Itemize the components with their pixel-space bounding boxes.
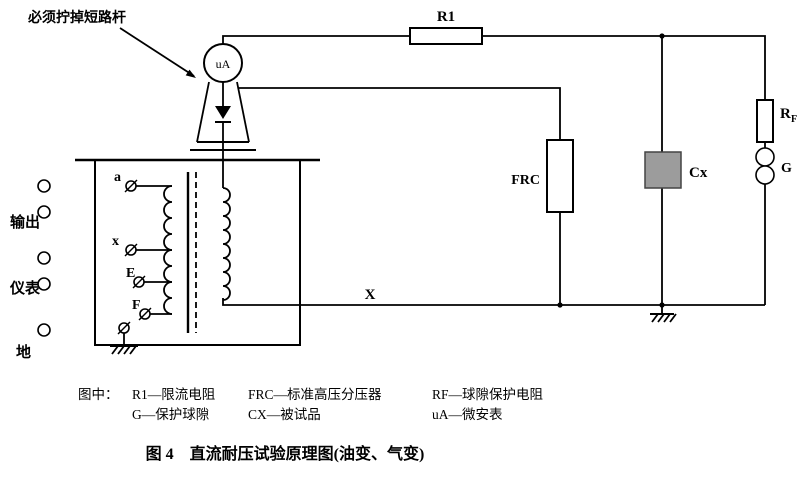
terminal-slash [117, 321, 131, 335]
earth-symbol [650, 305, 677, 323]
legend-ua: uA—微安表 [432, 407, 503, 422]
terminal-slash [138, 307, 152, 321]
panel-terminals: 输出 仪表 地 [9, 179, 51, 361]
rf-body [756, 99, 774, 143]
r1-label: R1 [437, 9, 455, 25]
tap-terminal-x [124, 243, 138, 257]
tap-e-label: E [126, 266, 135, 281]
legend-rf: RF—球隙保护电阻 [432, 387, 543, 402]
legend-prefix: 图中： [78, 387, 119, 402]
panel-terminal [37, 251, 51, 265]
protection-resistor-rf: R F [756, 99, 797, 143]
diode-icon [215, 106, 231, 119]
warning-text: 必须拧掉短路杆 [27, 9, 126, 26]
annotation-arrow [119, 27, 195, 77]
frc-body [546, 139, 574, 213]
tap-a-label: a [114, 170, 121, 185]
current-limit-resistor-r1: R1 [409, 9, 483, 45]
g-label: G [781, 161, 792, 176]
rf-label-sub: F [791, 114, 797, 125]
tap-terminal-f [138, 307, 152, 321]
arrow-head-icon [185, 69, 196, 78]
ground-hatch-icon [111, 345, 137, 355]
x-return-wire [222, 298, 765, 306]
gap-sphere-upper [755, 147, 775, 167]
top-bus-wire [222, 35, 766, 100]
panel-terminal [37, 323, 51, 337]
meter-label: 仪表 [9, 279, 41, 297]
panel-terminal [37, 179, 51, 193]
voltage-divider-frc: FRC [511, 139, 574, 213]
gap-sphere-lower [755, 165, 775, 185]
junction-dot [659, 33, 665, 39]
tap-x-label: x [112, 234, 119, 249]
terminal-slash [124, 179, 138, 193]
warning-annotation: 必须拧掉短路杆 [27, 9, 196, 78]
legend-r1: R1—限流电阻 [132, 387, 215, 402]
tank-body [94, 160, 301, 346]
tap-f-label: F [132, 298, 141, 313]
frc-label: FRC [511, 173, 540, 188]
transformer-tank: a x E F [75, 158, 320, 355]
tank-ground [110, 321, 138, 355]
cx-body [644, 151, 682, 189]
legend-g: G—保护球隙 [132, 407, 209, 422]
terminal-slash [132, 275, 146, 289]
output-label: 输出 [10, 213, 40, 231]
rf-label-main: R [780, 106, 791, 122]
r1-body [409, 27, 483, 45]
cx-label: Cx [689, 165, 708, 181]
divider-branch-wire [238, 87, 561, 140]
tap-terminal-e [132, 275, 146, 289]
earth-hatch-icon [651, 313, 677, 323]
ua-label: uA [216, 57, 231, 71]
terminal-slash [124, 243, 138, 257]
junction-dot [557, 302, 563, 308]
test-object-cx: Cx [644, 151, 708, 189]
figure-caption: 图 4 直流耐压试验原理图(油变、气变) [146, 444, 425, 463]
rectifier-bushing [190, 81, 256, 188]
panel-terminal [37, 205, 51, 219]
legend-frc: FRC—标准高压分压器 [248, 386, 382, 402]
secondary-winding [222, 187, 231, 301]
sphere-gap-g: G [755, 147, 792, 185]
bushing-right-side [236, 81, 250, 143]
ground-label: 地 [16, 343, 31, 361]
tap-terminal-a [124, 179, 138, 193]
panel-terminal [37, 277, 51, 291]
bushing-left-side [196, 81, 210, 143]
legend-cx: CX—被试品 [248, 407, 321, 422]
legend: 图中： R1—限流电阻 FRC—标准高压分压器 RF—球隙保护电阻 G—保护球隙… [78, 386, 543, 422]
x-node-label: X [365, 287, 376, 303]
microammeter: uA [203, 43, 243, 83]
hv-bus-wires [222, 33, 766, 308]
